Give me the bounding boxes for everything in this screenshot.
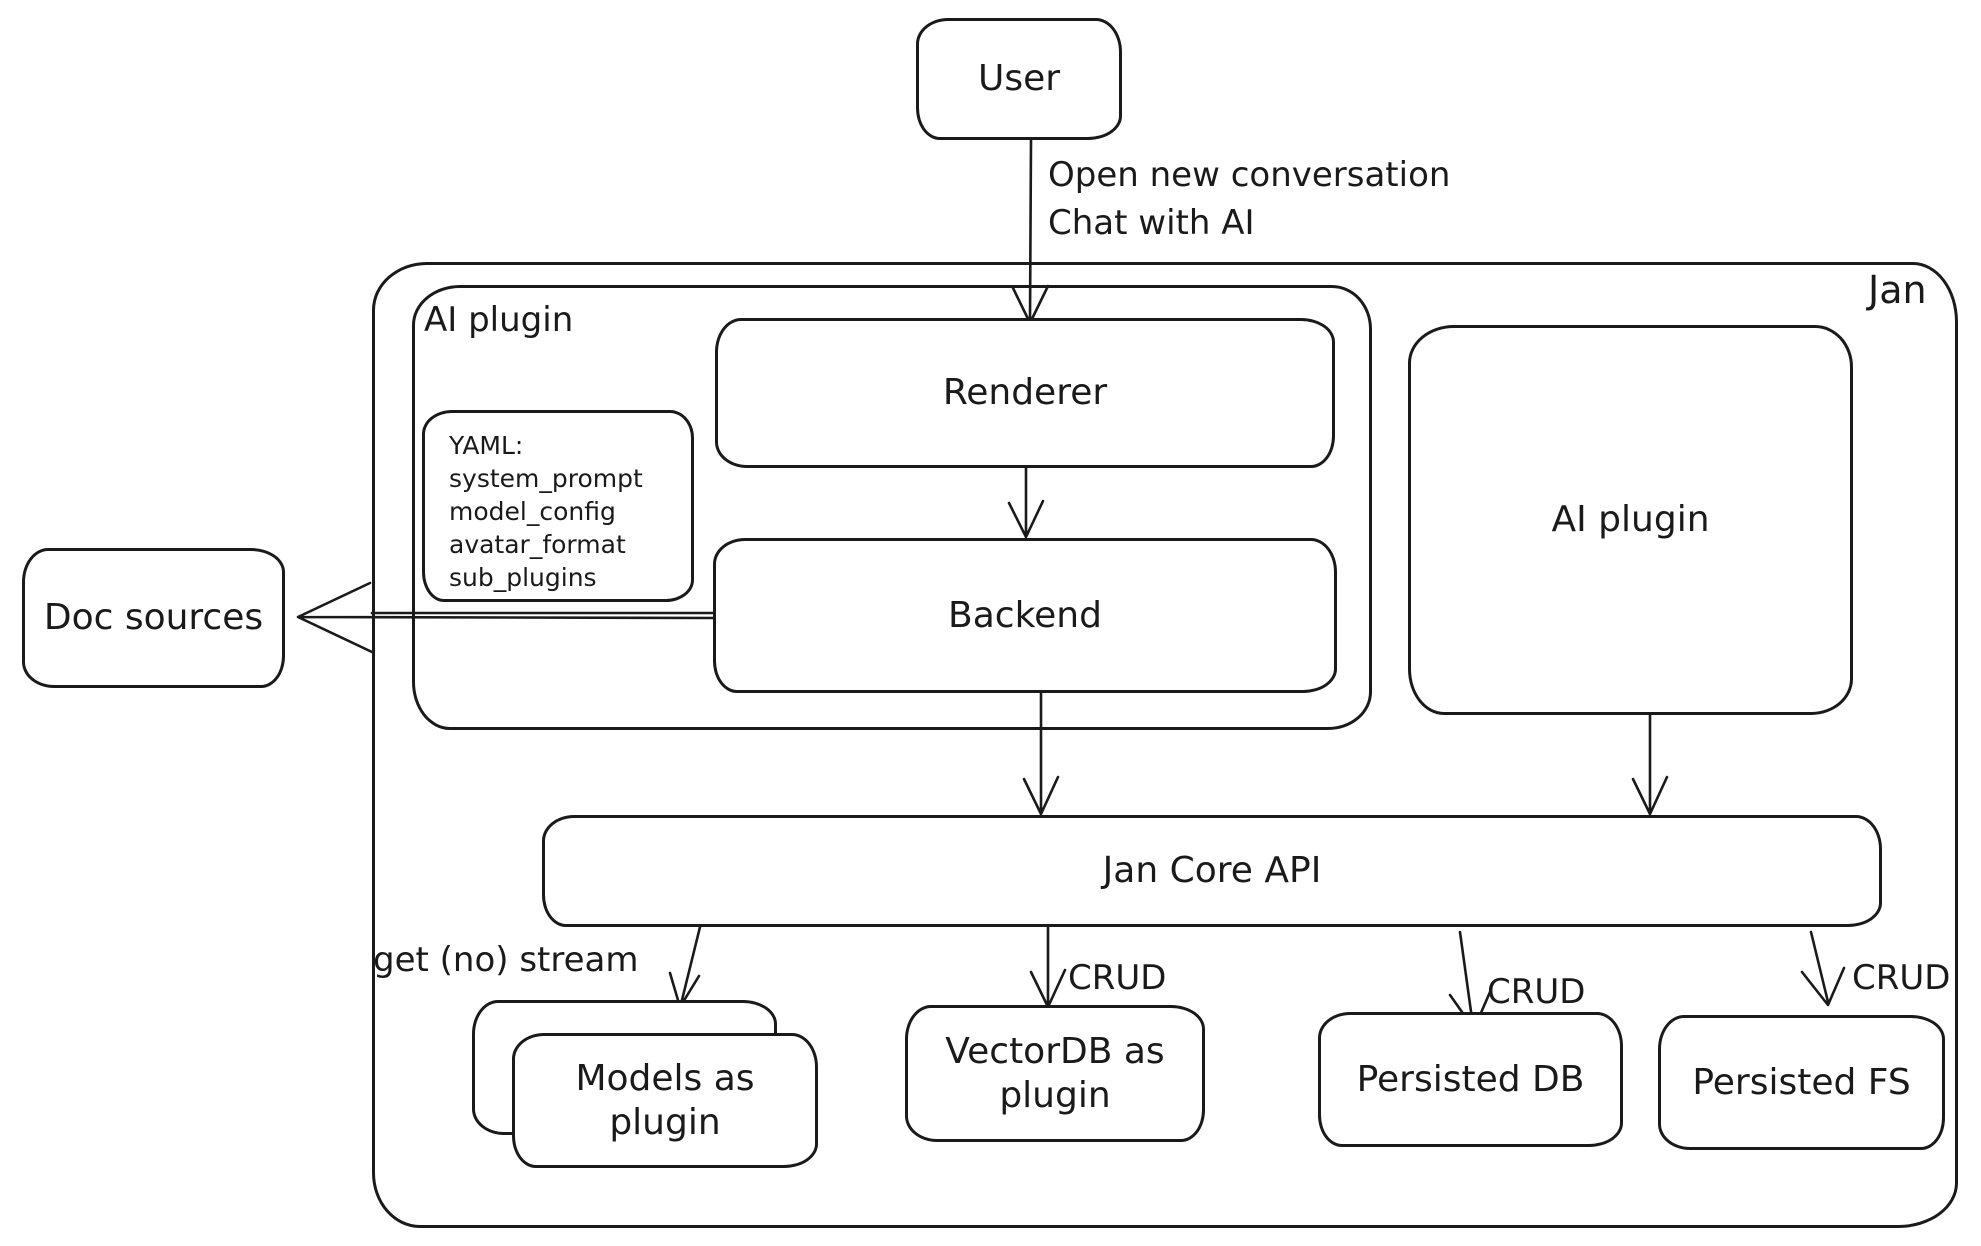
edge-label-open-conversation: Open new conversation xyxy=(1048,155,1451,195)
edge-label-crud-vectordb: CRUD xyxy=(1068,958,1167,998)
node-renderer-label: Renderer xyxy=(942,372,1108,414)
yaml-line: sub_plugins xyxy=(449,563,597,592)
node-yaml-config: YAML: system_prompt model_config avatar_… xyxy=(422,410,694,602)
ai-plugin-left-box xyxy=(412,285,1372,730)
yaml-line: avatar_format xyxy=(449,530,626,559)
node-renderer: Renderer xyxy=(715,318,1335,468)
node-doc-sources-label: Doc sources xyxy=(43,597,264,639)
node-ai-plugin-right: AI plugin xyxy=(1408,325,1853,715)
node-persisted-db: Persisted DB xyxy=(1318,1012,1623,1147)
node-backend-label: Backend xyxy=(948,594,1102,636)
node-doc-sources: Doc sources xyxy=(22,548,285,688)
node-user-label: User xyxy=(977,58,1061,100)
yaml-line: system_prompt xyxy=(449,464,643,493)
yaml-line: YAML: xyxy=(449,431,524,460)
edge-label-chat-with-ai: Chat with AI xyxy=(1048,203,1255,243)
node-persisted-fs: Persisted FS xyxy=(1658,1015,1945,1150)
node-models-as-plugin: Models as plugin xyxy=(512,1033,818,1168)
yaml-line: model_config xyxy=(449,497,616,526)
node-user: User xyxy=(916,18,1122,140)
jan-container-label: Jan xyxy=(1868,268,1927,312)
node-vectordb-as-plugin-label: VectorDB as plugin xyxy=(945,1031,1165,1116)
node-persisted-fs-label: Persisted FS xyxy=(1692,1061,1911,1103)
node-models-as-plugin-label: Models as plugin xyxy=(575,1058,755,1143)
node-jan-core-api: Jan Core API xyxy=(542,815,1882,927)
node-persisted-db-label: Persisted DB xyxy=(1356,1058,1585,1100)
node-backend: Backend xyxy=(713,538,1337,693)
node-vectordb-as-plugin: VectorDB as plugin xyxy=(905,1005,1205,1142)
edge-label-crud-persisted-fs: CRUD xyxy=(1852,958,1951,998)
edge-label-crud-persisted-db: CRUD xyxy=(1487,972,1586,1012)
node-ai-plugin-right-label: AI plugin xyxy=(1551,499,1710,541)
node-jan-core-api-label: Jan Core API xyxy=(1102,850,1322,892)
edge-label-get-no-stream: get (no) stream xyxy=(373,940,639,980)
ai-plugin-left-label: AI plugin xyxy=(424,300,574,340)
